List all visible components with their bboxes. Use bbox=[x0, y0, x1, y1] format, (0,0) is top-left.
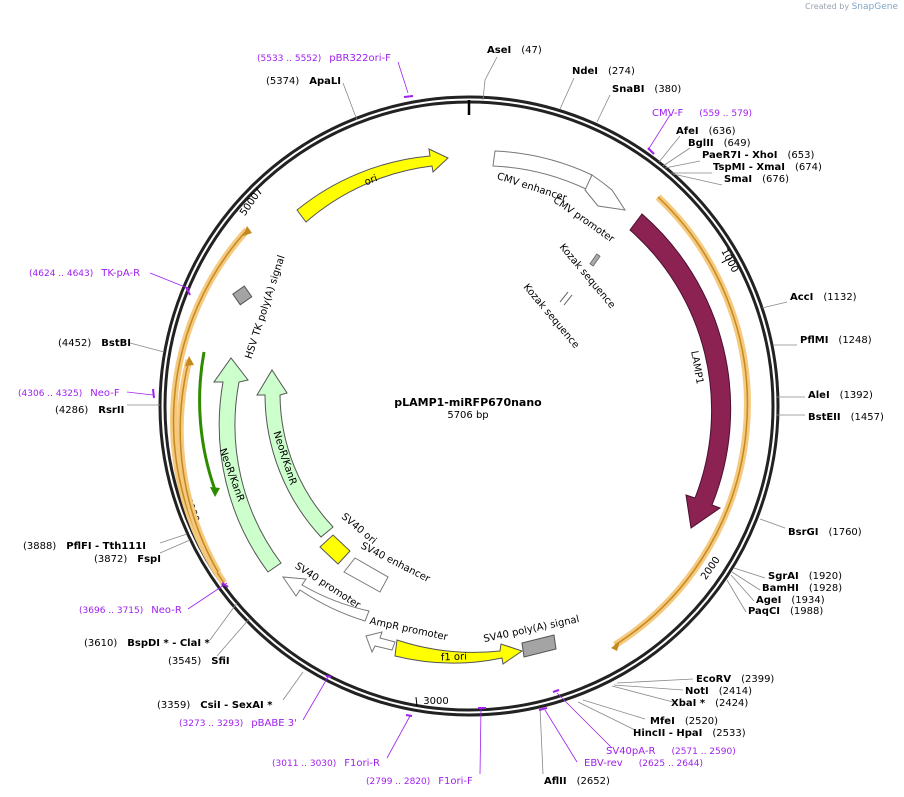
tick-1000 bbox=[721, 256, 733, 264]
primer-sv40pa-r: SV40pA-R(2571 .. 2590) bbox=[606, 746, 736, 757]
site-xbaI: XbaI *(2424) bbox=[671, 698, 748, 709]
plasmid-size: 5706 bp bbox=[447, 410, 488, 421]
site-smaI: SmaI(676) bbox=[724, 174, 789, 185]
primer-pbabe-3: (3273 .. 3293)pBABE 3' bbox=[179, 718, 297, 729]
site-bspdI-claI: (3610)BspDI * - ClaI * bbox=[84, 638, 211, 649]
center-title: pLAMP1-miRFP670nano 5706 bp bbox=[394, 396, 542, 421]
feature-ori: ori bbox=[296, 148, 449, 223]
site-tspmI-xmaI: TspMI - XmaI(674) bbox=[713, 162, 822, 173]
credit: Created by SnapGene bbox=[805, 2, 898, 12]
feature-label-hsv-tk-polya: HSV TK poly(A) signal bbox=[244, 254, 288, 360]
orf-highlight-arcs bbox=[170, 194, 751, 651]
feature-sv40-polya: SV40 poly(A) signal bbox=[483, 614, 580, 658]
site-csiI-sexaI: (3359)CsiI - SexAI * bbox=[157, 700, 273, 711]
site-aflII: AflII(2652) bbox=[544, 776, 610, 787]
site-notI: NotI(2414) bbox=[685, 686, 752, 697]
feature-label-lamp1: LAMP1 bbox=[688, 350, 705, 385]
site-rsrII: (4286)RsrII bbox=[55, 405, 124, 416]
site-paqcI: PaqCI(1988) bbox=[748, 606, 823, 617]
site-leaders bbox=[127, 56, 805, 775]
site-fspI: (3872)FspI bbox=[94, 554, 161, 565]
site-aseI: AseI(47) bbox=[487, 45, 542, 56]
site-mfeI: MfeI(2520) bbox=[650, 716, 718, 727]
site-bsteII: BstEII(1457) bbox=[808, 412, 884, 423]
feature-sv40-enhancer: SV40 enhancer bbox=[343, 541, 432, 593]
site-labels: AseI(47) NdeI(274) SnaBI(380) AfeI(636) … bbox=[23, 45, 884, 787]
site-sfiI: (3545)SfiI bbox=[168, 656, 230, 667]
feature-neor-kanr-2: NeoR/KanR bbox=[256, 369, 334, 538]
feature-cmv-enhancer: CMV enhancer bbox=[492, 150, 593, 204]
plasmid-name: pLAMP1-miRFP670nano bbox=[394, 396, 542, 409]
feature-cmv-promoter: CMV promoter bbox=[551, 174, 627, 246]
primer-marks bbox=[152, 95, 655, 717]
credit-prefix: Created by bbox=[805, 2, 850, 11]
primer-cmv-f: CMV-F(559 .. 579) bbox=[652, 108, 752, 119]
primer-neo-f: (4306 .. 4325)Neo-F bbox=[18, 388, 120, 399]
site-ndeI: NdeI(274) bbox=[572, 66, 635, 77]
credit-brand: SnapGene bbox=[851, 2, 898, 12]
primer-pbr322ori-f: (5533 .. 5552)pBR322ori-F bbox=[257, 53, 391, 64]
backbone bbox=[158, 95, 780, 717]
site-pflfI-tth111I: (3888)PflFI - Tth111I bbox=[23, 541, 146, 552]
site-ecorv: EcoRV(2399) bbox=[696, 674, 774, 685]
site-bamhI: BamHI(1928) bbox=[762, 583, 842, 594]
feature-hsv-tk-polya: HSV TK poly(A) signal bbox=[232, 254, 288, 360]
site-apaLI: (5374)ApaLI bbox=[266, 76, 341, 87]
site-accI: AccI(1132) bbox=[790, 292, 857, 303]
feature-label-kozak-2: Kozak sequence bbox=[521, 282, 581, 351]
feature-f1-ori: f1 ori bbox=[394, 639, 524, 665]
site-ageI: AgeI(1934) bbox=[756, 595, 825, 606]
primer-f1ori-f: (2799 .. 2820)F1ori-F bbox=[366, 776, 473, 787]
site-pflmI: PflMI(1248) bbox=[800, 335, 872, 346]
site-afeI: AfeI(636) bbox=[676, 126, 736, 137]
site-paer7I-xhoI: PaeR7I - XhoI(653) bbox=[702, 150, 815, 161]
primer-tk-pa-r: (4624 .. 4643)TK-pA-R bbox=[29, 268, 140, 279]
site-bglII: BglII(649) bbox=[688, 138, 751, 149]
feature-label-kozak-1: Kozak sequence bbox=[557, 242, 617, 311]
primer-leaders bbox=[126, 61, 671, 775]
primer-f1ori-r: (3011 .. 3030)F1ori-R bbox=[272, 758, 380, 769]
feature-kozak-2: Kozak sequence bbox=[521, 282, 581, 351]
feature-label-f1-ori: f1 ori bbox=[441, 652, 467, 664]
site-bstbI: (4452)BstBI bbox=[58, 338, 131, 349]
tick-label-3000: 3000 bbox=[423, 696, 448, 707]
site-snabI: SnaBI(380) bbox=[612, 84, 681, 95]
feature-label-sv40-ori: SV40 ori bbox=[339, 511, 378, 546]
feature-label-ori: ori bbox=[363, 173, 379, 188]
site-aleI: AleI(1392) bbox=[808, 390, 873, 401]
feature-sv40-ori: SV40 ori bbox=[319, 511, 378, 565]
primer-ebv-rev: EBV-rev(2625 .. 2644) bbox=[584, 758, 703, 769]
feature-kozak-1: Kozak sequence bbox=[557, 242, 617, 311]
primer-labels: (5533 .. 5552)pBR322ori-F CMV-F(559 .. 5… bbox=[18, 53, 752, 787]
feature-lamp1: LAMP1 bbox=[629, 213, 732, 529]
site-hincII-hpaI: HincII - HpaI(2533) bbox=[633, 728, 746, 739]
site-sgraI: SgrAI(1920) bbox=[768, 571, 842, 582]
primer-neo-r: (3696 .. 3715)Neo-R bbox=[79, 605, 182, 616]
site-bsrgI: BsrGI(1760) bbox=[788, 527, 862, 538]
